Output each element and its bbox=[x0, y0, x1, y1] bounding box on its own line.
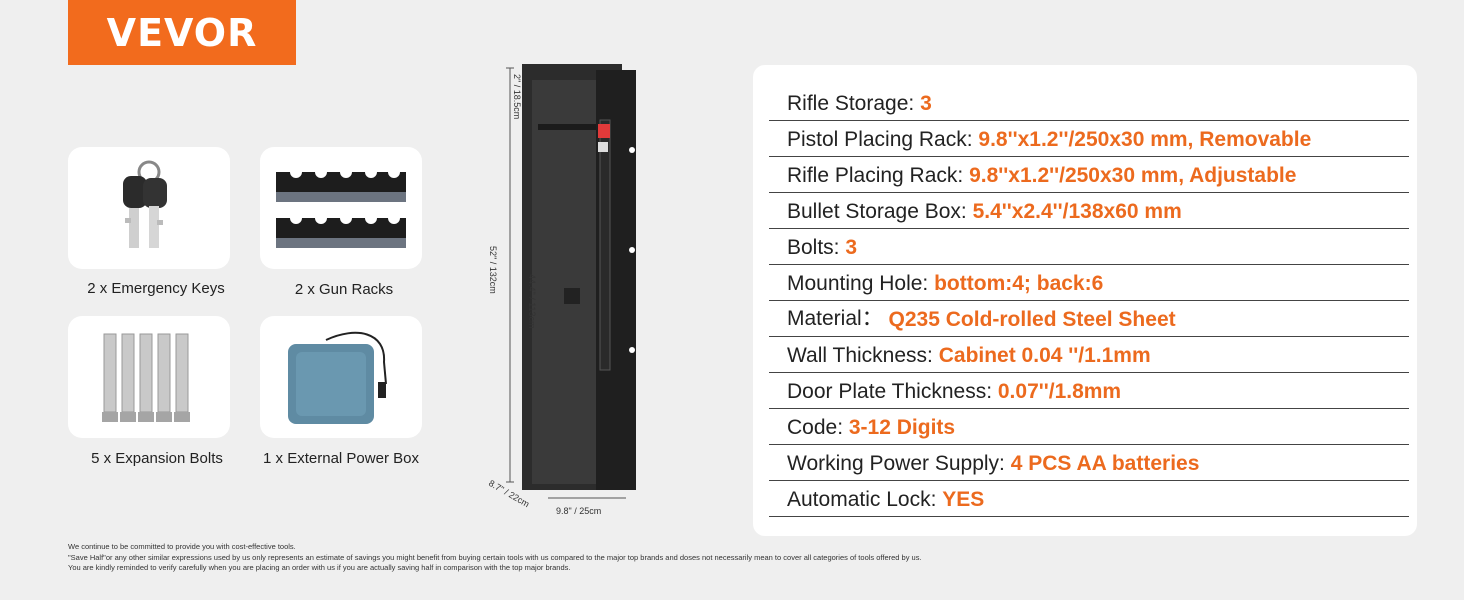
spec-key: Wall Thickness: bbox=[787, 344, 939, 367]
disclaimer-line: You are kindly reminded to verify carefu… bbox=[68, 563, 571, 572]
disclaimer-line: We continue to be committed to provide y… bbox=[68, 542, 296, 551]
spec-value: 9.8''x1.2''/250x30 mm, Removable bbox=[978, 128, 1312, 151]
spec-row: Mounting Hole: bottom:4; back:6 bbox=[769, 265, 1409, 301]
accessory-label-bolts: 5 x Expansion Bolts bbox=[91, 450, 223, 467]
dim-height-inner: 44.4" / 113cm bbox=[527, 274, 537, 329]
accessory-label-racks: 2 x Gun Racks bbox=[294, 281, 394, 298]
spec-row: Code: 3-12 Digits bbox=[769, 409, 1409, 445]
accessory-card-racks bbox=[260, 147, 422, 269]
brand-logo: VEVOR bbox=[68, 0, 296, 65]
spec-row: Rifle Placing Rack: 9.8''x1.2''/250x30 m… bbox=[769, 157, 1409, 193]
spec-row: Wall Thickness: Cabinet 0.04 ''/1.1mm bbox=[769, 337, 1409, 373]
spec-key: Material： bbox=[787, 307, 889, 330]
spec-value: 0.07''/1.8mm bbox=[997, 380, 1122, 403]
spec-key: Working Power Supply: bbox=[787, 452, 1011, 475]
spec-value: bottom:4; back:6 bbox=[934, 272, 1104, 295]
expansion-bolt-icon bbox=[102, 333, 190, 422]
accessory-card-bolts bbox=[68, 316, 230, 438]
dim-height-outer: 52" / 132cm bbox=[488, 246, 498, 294]
spec-row: Bullet Storage Box: 5.4''x2.4''/138x60 m… bbox=[769, 193, 1409, 229]
spec-value: 9.8''x1.2''/250x30 mm, Adjustable bbox=[969, 164, 1297, 187]
spec-value: YES bbox=[942, 488, 985, 511]
accessory-card-keys bbox=[68, 147, 230, 269]
spec-key: Automatic Lock: bbox=[787, 488, 943, 511]
spec-key: Rifle Placing Rack: bbox=[787, 164, 970, 187]
gun-rack-icon bbox=[276, 166, 406, 248]
spec-row: Working Power Supply: 4 PCS AA batteries bbox=[769, 445, 1409, 481]
accessory-label-powerbox: 1 x External Power Box bbox=[263, 450, 419, 467]
spec-value: 4 PCS AA batteries bbox=[1010, 452, 1200, 475]
spec-row: Rifle Storage: 3 bbox=[769, 85, 1409, 121]
spec-value: 5.4''x2.4''/138x60 mm bbox=[972, 200, 1182, 223]
spec-row: Bolts: 3 bbox=[769, 229, 1409, 265]
spec-key: Code: bbox=[787, 416, 849, 439]
spec-row: Door Plate Thickness: 0.07''/1.8mm bbox=[769, 373, 1409, 409]
spec-value: Cabinet 0.04 ''/1.1mm bbox=[938, 344, 1151, 367]
spec-panel: Rifle Storage: 3 Pistol Placing Rack: 9.… bbox=[753, 65, 1417, 536]
spec-key: Bolts: bbox=[787, 236, 846, 259]
accessory-card-powerbox bbox=[260, 316, 422, 438]
gun-safe-icon bbox=[506, 64, 636, 499]
disclaimer: We continue to be committed to provide y… bbox=[68, 542, 922, 574]
spec-key: Bullet Storage Box: bbox=[787, 200, 973, 223]
disclaimer-line: "Save Half"or any other similar expressi… bbox=[68, 552, 922, 562]
spec-key: Pistol Placing Rack: bbox=[787, 128, 979, 151]
spec-value: 3 bbox=[920, 92, 932, 115]
gun-safe-image: 2" / 18.5cm 52" / 132cm 44.4" / 113cm 8.… bbox=[486, 60, 646, 520]
spec-key: Door Plate Thickness: bbox=[787, 380, 998, 403]
spec-row: Material： Q235 Cold-rolled Steel Sheet bbox=[769, 301, 1409, 337]
spec-row: Pistol Placing Rack: 9.8''x1.2''/250x30 … bbox=[769, 121, 1409, 157]
spec-value: 3-12 Digits bbox=[848, 416, 956, 439]
spec-row: Automatic Lock: YES bbox=[769, 481, 1409, 517]
dim-width: 9.8" / 25cm bbox=[556, 506, 602, 516]
key-icon bbox=[123, 160, 167, 248]
spec-key: Mounting Hole: bbox=[787, 272, 935, 295]
brand-name: VEVOR bbox=[106, 10, 258, 55]
spec-value: 3 bbox=[845, 236, 858, 259]
power-box-icon bbox=[288, 331, 387, 424]
spec-key: Rifle Storage: bbox=[787, 92, 921, 115]
spec-value: Q235 Cold-rolled Steel Sheet bbox=[888, 308, 1176, 331]
dim-top: 2" / 18.5cm bbox=[512, 74, 522, 120]
accessory-label-keys: 2 x Emergency Keys bbox=[87, 280, 225, 297]
